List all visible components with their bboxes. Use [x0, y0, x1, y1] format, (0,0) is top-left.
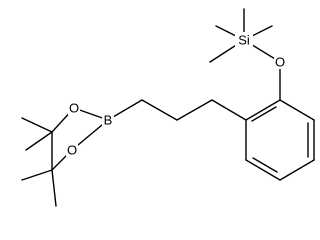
methyl-lower-down [51, 169, 57, 207]
methyl-upper-left [21, 117, 53, 133]
ring-bond-4 [279, 159, 315, 181]
atom-label-o-ether: O [275, 55, 285, 70]
atom-label-b: B [104, 113, 113, 128]
chain-bond-2 [176, 99, 213, 121]
atom-si: Si [235, 32, 253, 48]
atom-o-ether: O [274, 55, 286, 70]
structure-diagram: Si O B O O [21, 8, 315, 207]
ring-bond-3 [245, 159, 281, 181]
atom-b: B [102, 113, 114, 128]
atom-label-si: Si [238, 33, 250, 48]
atom-label-o-ring-top: O [69, 101, 79, 116]
ring-bond-6 [279, 99, 315, 121]
dioxaborolane-ring [51, 107, 109, 171]
ring-double-bond-1 [251, 106, 277, 122]
chain-bond-3 [141, 99, 178, 121]
atom-o-ring-top: O [68, 101, 80, 116]
methyl-lower-left [21, 169, 53, 181]
ring-double-bond-2 [252, 157, 278, 173]
ring-bond-1 [245, 99, 281, 121]
chain-bond-1 [211, 99, 247, 121]
propyl-chain [107, 99, 247, 121]
pinacol-methyls [21, 117, 57, 207]
atom-o-ring-bottom: O [66, 143, 78, 158]
methyl-upper-down [25, 131, 53, 151]
benzene-ring [245, 99, 315, 181]
atom-label-o-ring-bottom: O [67, 143, 77, 158]
